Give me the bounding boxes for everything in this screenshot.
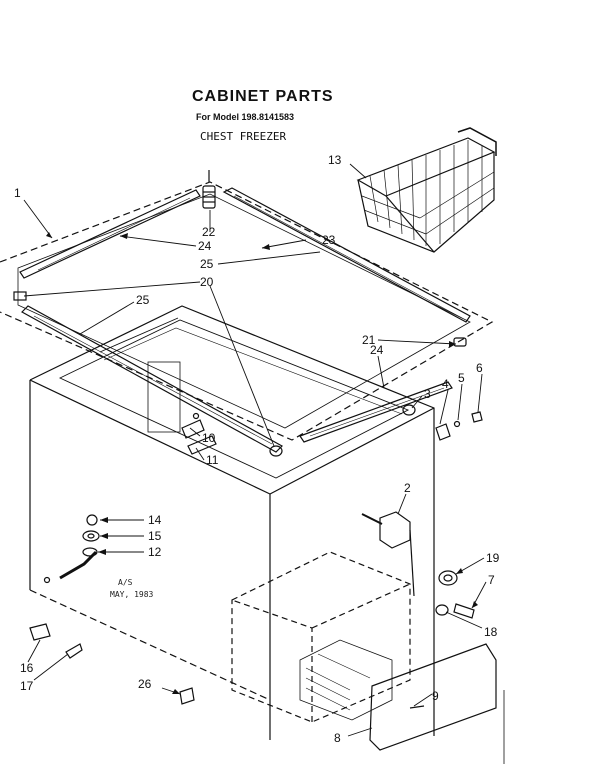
callout-24-lower: 24: [370, 343, 384, 357]
wire-basket: [356, 127, 497, 253]
callout-9: 9: [432, 689, 439, 703]
grommet-ring: [438, 570, 458, 586]
callout-5: 5: [458, 371, 465, 385]
callout-20: 20: [200, 275, 214, 289]
callout-18: 18: [484, 625, 498, 639]
callout-4: 4: [442, 377, 449, 391]
cabinet-body: [29, 305, 505, 764]
callout-1: 1: [14, 186, 21, 200]
callout-22: 22: [202, 225, 216, 239]
diagram-subtitle: CHEST FREEZER: [200, 130, 287, 143]
front-grille: [369, 643, 497, 751]
drain-assembly: [43, 514, 100, 584]
leg-screw: [65, 643, 83, 659]
diagram-title: CABINET PARTS: [192, 88, 334, 105]
callout-24: 24: [198, 239, 212, 253]
hinge-clip-front: [269, 445, 283, 457]
callout-15: 15: [148, 529, 162, 543]
leveling-leg: [29, 623, 51, 641]
callout-25-lower: 25: [136, 293, 150, 307]
callout-labels: 1 2 3 4 5 6 7 8 9 10 11 12 13 14 15 16 1…: [14, 153, 500, 745]
callout-7: 7: [488, 573, 495, 587]
callout-11: 11: [206, 453, 219, 467]
callout-6: 6: [476, 361, 483, 375]
screw: [471, 411, 483, 423]
callout-12: 12: [148, 545, 162, 559]
lid-latch: [181, 412, 217, 455]
revision-date: MAY, 1983: [110, 590, 154, 599]
lid-spring: [202, 170, 216, 209]
callout-2: 2: [404, 481, 411, 495]
model-number: For Model 198.8141583: [196, 112, 295, 122]
callout-3: 3: [424, 387, 431, 401]
callout-13: 13: [328, 153, 342, 167]
thermostat-control: [361, 511, 415, 597]
rubber-grommet: [402, 404, 416, 416]
callout-26: 26: [138, 677, 152, 691]
revision-code: A/S: [118, 578, 133, 587]
gasket-rail-top-left: [19, 189, 201, 279]
washer: [453, 420, 461, 428]
hinge-clip-right: [453, 337, 467, 347]
drain-plug: [453, 603, 475, 619]
callout-21: 21: [362, 333, 376, 347]
callout-23: 23: [322, 233, 336, 247]
callout-14: 14: [148, 513, 162, 527]
callout-19: 19: [486, 551, 500, 565]
callout-16: 16: [20, 661, 34, 675]
gasket-rail-front-left: [21, 305, 283, 453]
callout-10: 10: [202, 431, 216, 445]
gasket-rail-top-right: [222, 187, 471, 323]
drain-fitting: [435, 604, 449, 616]
callout-8: 8: [334, 731, 341, 745]
callout-25: 25: [200, 257, 214, 271]
callout-17: 17: [20, 679, 34, 693]
cabinet-clip: [179, 687, 195, 705]
lid-bumper: [435, 423, 451, 441]
leader-lines: [23, 163, 487, 737]
